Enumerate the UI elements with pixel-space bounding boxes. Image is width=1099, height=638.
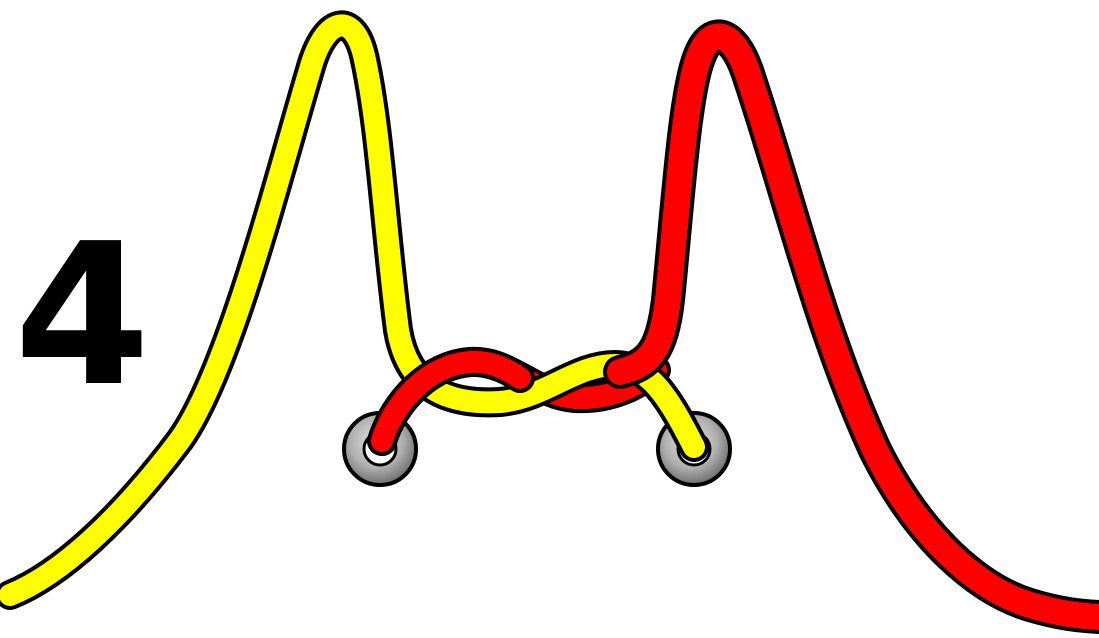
- yellow-lace: [10, 25, 694, 595]
- red-lace: [620, 36, 1099, 617]
